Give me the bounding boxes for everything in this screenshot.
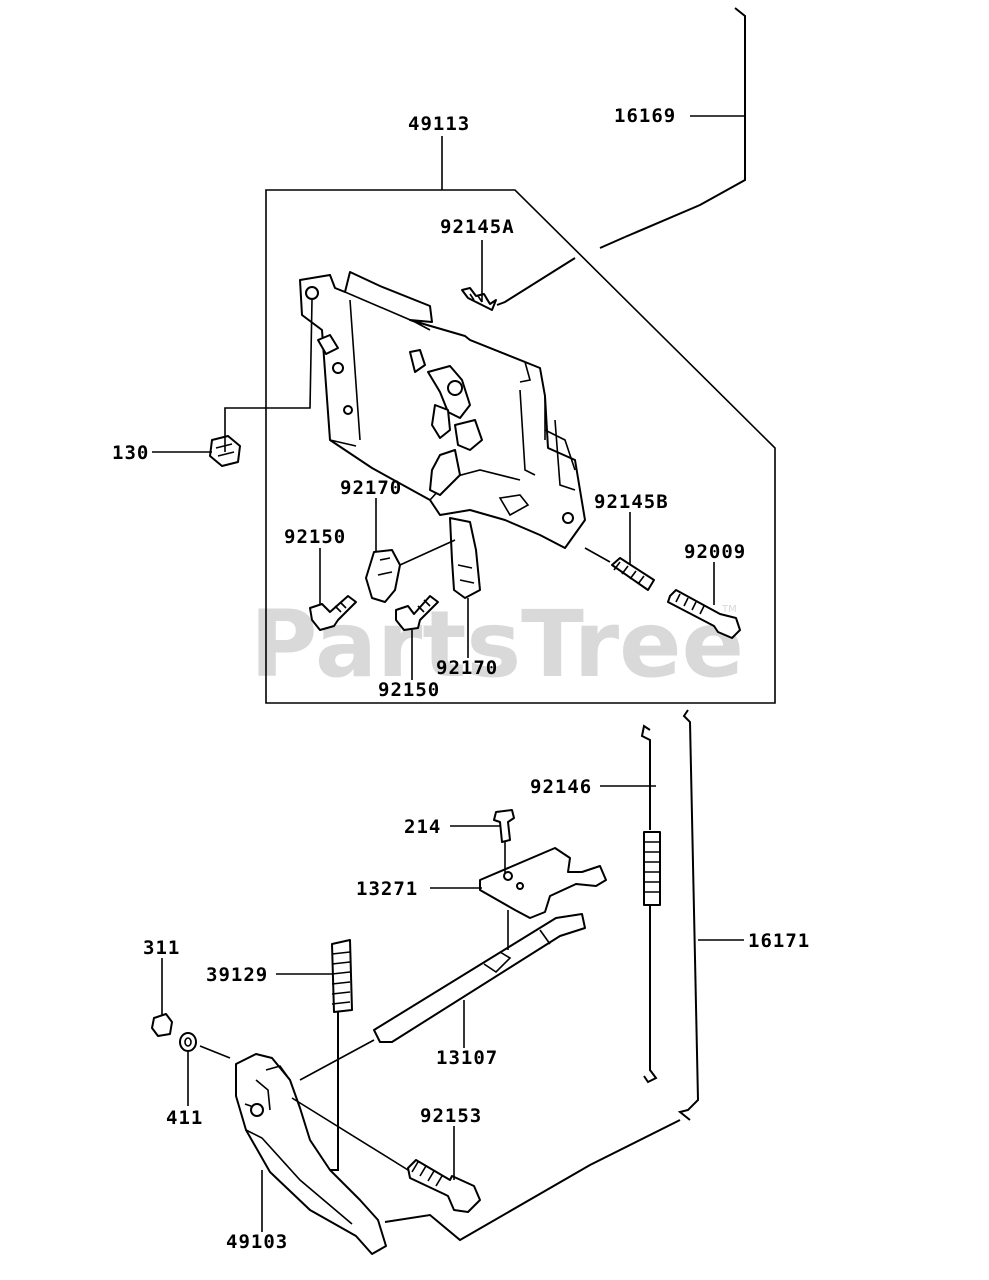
nut-311[interactable] — [151, 1013, 173, 1037]
spring-92146[interactable] — [640, 724, 661, 1084]
watermark-trademark: TM — [721, 604, 737, 615]
spring-92145b[interactable] — [611, 557, 655, 591]
plate-13271[interactable] — [479, 847, 607, 919]
bolt-92009[interactable] — [667, 589, 741, 639]
rod-16169[interactable] — [496, 7, 746, 306]
label-92170-right: 92170 — [436, 657, 498, 679]
label-130: 130 — [112, 442, 149, 464]
assembly-boundary — [265, 189, 776, 704]
screw-214[interactable] — [493, 809, 515, 843]
control-plate[interactable] — [299, 271, 586, 549]
label-49103: 49103 — [226, 1231, 288, 1253]
bracket-92170-left[interactable] — [365, 549, 401, 603]
label-16171: 16171 — [748, 930, 810, 952]
label-92146: 92146 — [530, 776, 592, 798]
label-311: 311 — [143, 937, 180, 959]
shaft-13107[interactable] — [373, 913, 586, 1043]
connector-shaft — [299, 1039, 375, 1081]
leader-lines — [152, 115, 745, 1232]
label-92170-left: 92170 — [340, 477, 402, 499]
bracket-92170-right[interactable] — [449, 517, 481, 599]
label-49113: 49113 — [408, 113, 470, 135]
label-39129: 39129 — [206, 964, 268, 986]
bolt-92153[interactable] — [407, 1159, 481, 1213]
connector-92145b — [584, 547, 611, 563]
label-92150-right: 92150 — [378, 679, 440, 701]
rod-16171[interactable] — [384, 709, 700, 1242]
connector-92170 — [399, 539, 456, 566]
label-214: 214 — [404, 816, 441, 838]
connector-washer — [199, 1045, 231, 1059]
spring-92145a[interactable] — [461, 287, 497, 311]
label-13107: 13107 — [436, 1047, 498, 1069]
label-411: 411 — [166, 1107, 203, 1129]
label-92009: 92009 — [684, 541, 746, 563]
washer-411[interactable] — [179, 1032, 197, 1052]
label-92145b: 92145B — [594, 491, 669, 513]
lever-49103[interactable] — [235, 1053, 387, 1255]
label-13271: 13271 — [356, 878, 418, 900]
label-92153: 92153 — [420, 1105, 482, 1127]
label-92145a: 92145A — [440, 216, 515, 238]
connector-bolt — [291, 1097, 409, 1171]
bolt-92150-right[interactable] — [395, 595, 439, 631]
label-92150-left: 92150 — [284, 526, 346, 548]
bolt-92150-left[interactable] — [309, 595, 357, 631]
label-16169: 16169 — [614, 105, 676, 127]
